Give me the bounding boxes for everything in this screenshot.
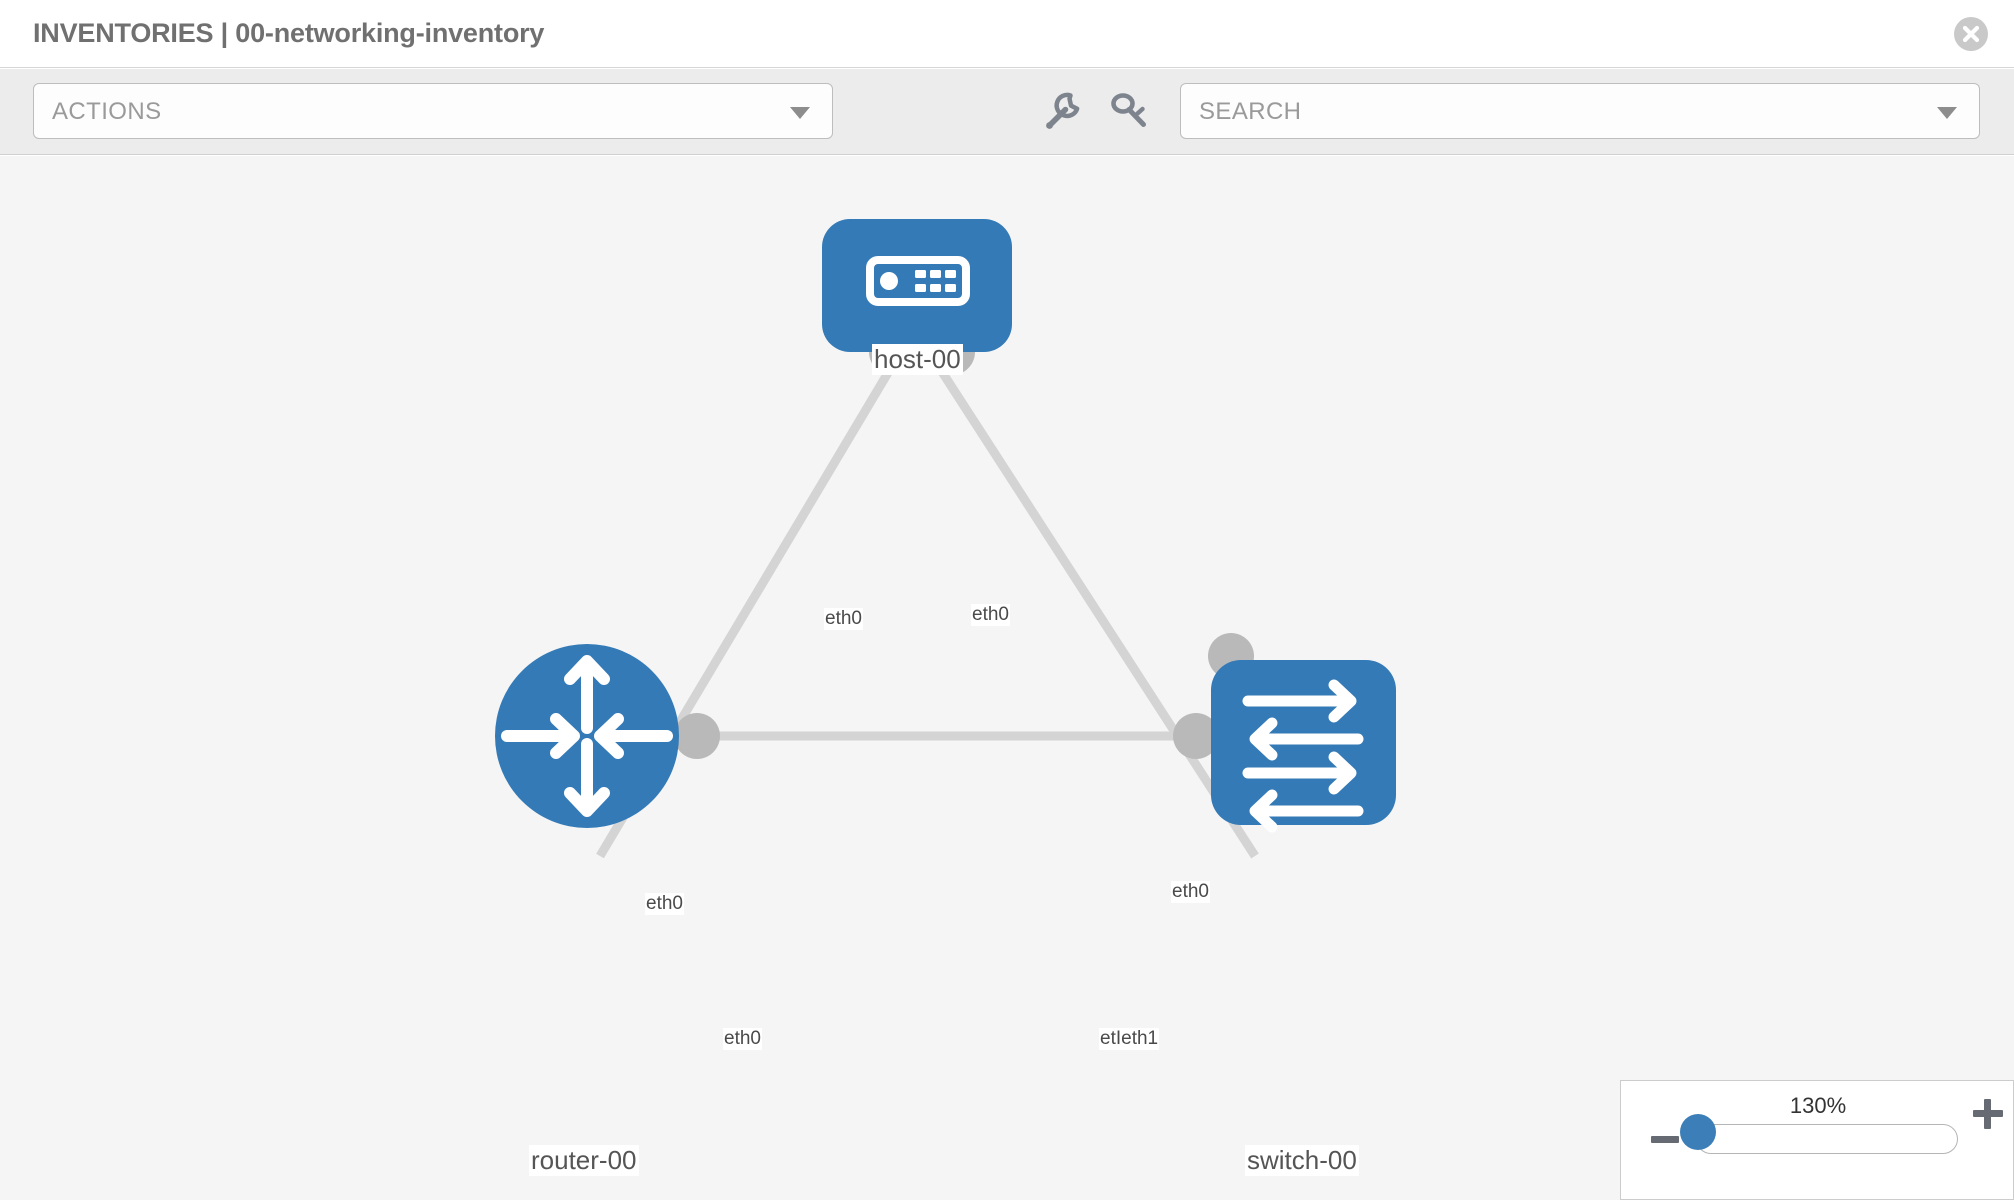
toolbar: ACTIONS SEARCH <box>0 69 2014 155</box>
iface-label: eth0 <box>645 893 684 915</box>
iface-label: etIeth1 <box>1099 1028 1160 1050</box>
node-label-host-00: host-00 <box>872 344 963 375</box>
zoom-slider-thumb[interactable] <box>1680 1114 1716 1150</box>
wrench-icon[interactable] <box>1040 89 1084 133</box>
iface-label: eth0 <box>1171 881 1210 903</box>
zoom-level-value: 130% <box>1789 1093 1847 1118</box>
page-title: INVENTORIES | 00-networking-inventory <box>33 18 545 48</box>
iface-label: eth0 <box>824 608 863 630</box>
node-label-router-00: router-00 <box>529 1145 639 1176</box>
plus-icon[interactable] <box>1973 1099 2003 1129</box>
topology-canvas[interactable]: host-00 router-00 switch-00 eth0 eth0 et… <box>0 156 2014 1200</box>
connector-switch-left <box>1173 713 1219 759</box>
connector-router-right <box>674 713 720 759</box>
node-router-00[interactable] <box>495 644 679 828</box>
chevron-down-icon <box>1937 107 1957 119</box>
key-icon[interactable] <box>1108 89 1152 133</box>
zoom-slider-track[interactable] <box>1696 1124 1958 1154</box>
iface-label: eth0 <box>723 1028 762 1050</box>
link-host-switch <box>931 358 1259 859</box>
topology-links <box>596 358 1265 859</box>
iface-label: eth0 <box>971 604 1010 626</box>
node-host-00[interactable] <box>822 219 1012 352</box>
actions-dropdown[interactable]: ACTIONS <box>33 83 833 139</box>
page-header: INVENTORIES | 00-networking-inventory <box>0 0 2014 68</box>
topology-connectors <box>674 329 1254 759</box>
actions-dropdown-label: ACTIONS <box>52 98 162 125</box>
node-switch-00[interactable] <box>1211 660 1396 833</box>
zoom-control-panel: 130% <box>1620 1080 2014 1200</box>
search-input[interactable]: SEARCH <box>1180 83 1980 139</box>
minus-icon[interactable] <box>1651 1136 1679 1143</box>
search-input-value: SEARCH <box>1199 98 1302 125</box>
topology-graph <box>495 219 1396 859</box>
chevron-down-icon <box>790 107 810 119</box>
close-icon[interactable] <box>1953 16 1989 52</box>
node-label-switch-00: switch-00 <box>1245 1145 1359 1176</box>
